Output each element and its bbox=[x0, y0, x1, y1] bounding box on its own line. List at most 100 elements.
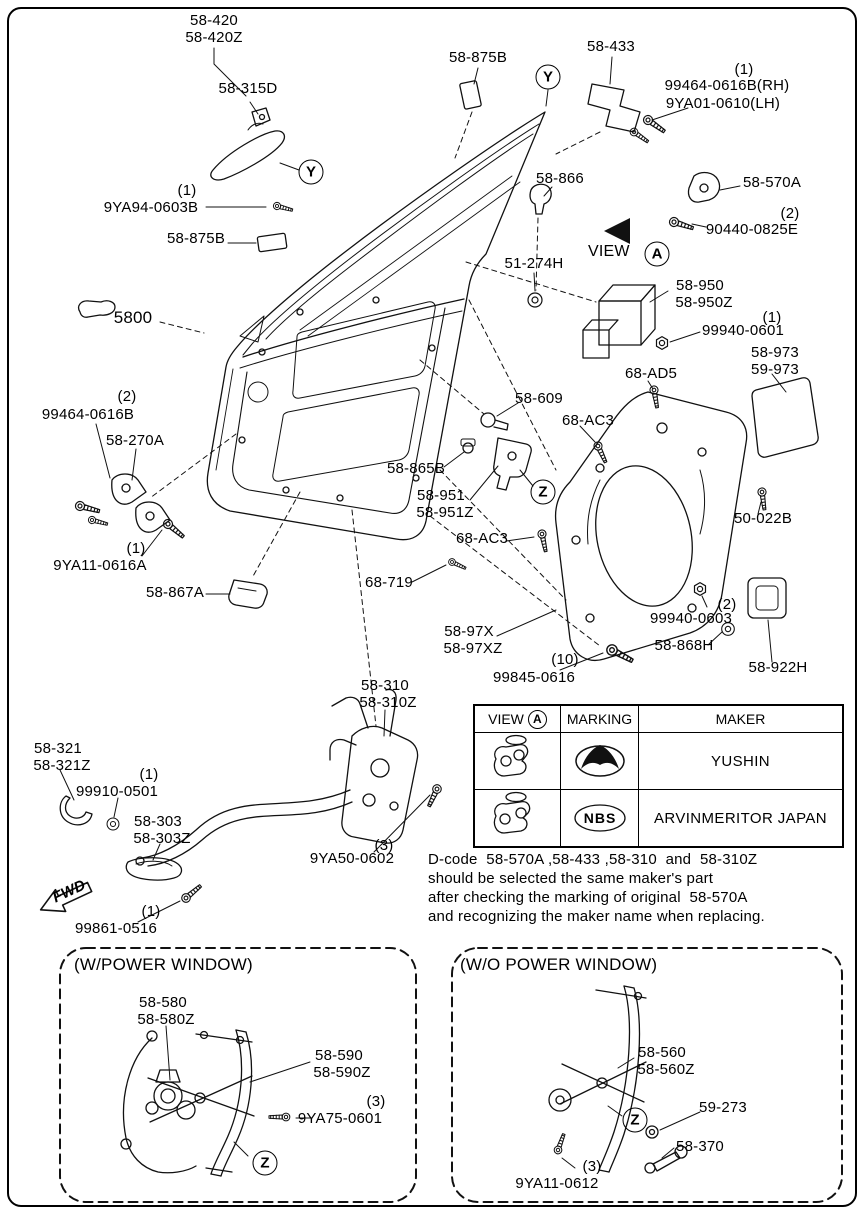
seal-pad-left bbox=[256, 232, 288, 253]
maker-name-arvinmeritor: ARVINMERITOR JAPAN bbox=[653, 809, 828, 827]
check-strap-58-867a bbox=[228, 579, 268, 609]
screw-50-022b bbox=[756, 486, 770, 511]
bolt-99845-0616 bbox=[604, 642, 636, 667]
mazda-logo bbox=[575, 745, 625, 777]
part-label: 58-875B bbox=[166, 230, 226, 247]
screw-9ya94 bbox=[272, 201, 294, 215]
part-label: 58-303 bbox=[134, 813, 182, 830]
part-label: 58-580Z bbox=[137, 1011, 195, 1028]
nut-99940-0603 bbox=[693, 581, 707, 597]
part-label: 58-97X bbox=[444, 623, 494, 640]
part-label: 58-420 bbox=[190, 12, 238, 29]
part-label: 99910-0501 bbox=[75, 783, 159, 800]
part-label: (2) bbox=[717, 596, 737, 613]
circled-letter-z: Z bbox=[252, 1150, 278, 1176]
circled-letter-y: Y bbox=[298, 159, 324, 185]
part-label: 58-570A bbox=[742, 174, 802, 191]
part-label: 99845-0616 bbox=[492, 669, 576, 686]
part-label: (1) bbox=[126, 540, 146, 557]
bracket-58-951 bbox=[493, 437, 532, 491]
part-label: 51-274H bbox=[504, 255, 564, 272]
part-label: 99464-0616B bbox=[41, 406, 135, 423]
part-label: 58-315D bbox=[218, 80, 278, 97]
part-label: 99940-0603 bbox=[649, 610, 733, 627]
part-label: 58-950Z bbox=[675, 294, 733, 311]
part-label: (1) bbox=[139, 766, 159, 783]
circled-letter-a: A bbox=[644, 241, 670, 267]
part-label: 58-973 bbox=[751, 344, 799, 361]
part-label: 58-868H bbox=[654, 637, 714, 654]
power-window-regulator bbox=[120, 1029, 291, 1177]
header-view: VIEW A bbox=[475, 706, 561, 732]
seal-pad-top bbox=[459, 80, 482, 110]
part-label: 58-303Z bbox=[133, 830, 191, 847]
part-label: 58-310 bbox=[361, 677, 409, 694]
part-label: 5800 bbox=[113, 308, 153, 327]
screw-68-ac3-upper bbox=[592, 440, 610, 465]
part-label: (1) bbox=[762, 309, 782, 326]
part-label: and recognizing the maker name when repl… bbox=[428, 908, 765, 925]
part-label: 58-560Z bbox=[637, 1061, 695, 1078]
pad-58-973 bbox=[751, 377, 819, 458]
part-label: (1) bbox=[141, 903, 161, 920]
part-label: 99861-0516 bbox=[74, 920, 158, 937]
manual-window-regulator bbox=[548, 985, 688, 1174]
part-label: 58-420Z bbox=[185, 29, 243, 46]
part-label: VIEW bbox=[588, 243, 630, 260]
part-label: 90440-0825E bbox=[705, 221, 799, 238]
part-label: 58-321 bbox=[34, 740, 82, 757]
screw-68-ad5 bbox=[648, 384, 662, 410]
part-label: 68-719 bbox=[365, 574, 413, 591]
grommet-58-865b bbox=[460, 438, 476, 454]
regulator-panel-58-97x bbox=[554, 391, 748, 661]
hand-pointer-icon bbox=[77, 300, 116, 318]
part-label: 68-AD5 bbox=[624, 365, 678, 382]
maker-row-arvinmeritor: ARVINMERITOR JAPAN bbox=[475, 790, 842, 846]
page-border bbox=[7, 7, 857, 1207]
maker-name-yushin: YUSHIN bbox=[710, 752, 771, 770]
part-label: (3) bbox=[374, 837, 394, 854]
part-label: 58-875B bbox=[448, 49, 508, 66]
nbs-marking-text: NBS bbox=[583, 810, 617, 826]
door-lock-58-310 bbox=[135, 688, 444, 867]
clamp-icon-1 bbox=[475, 733, 561, 789]
part-label: 58-433 bbox=[587, 38, 635, 55]
striker-58-570a bbox=[667, 171, 721, 234]
cap-58-922h bbox=[747, 577, 787, 619]
outer-handle bbox=[210, 107, 286, 181]
part-label: (1) bbox=[177, 182, 197, 199]
door-hinges bbox=[73, 473, 187, 541]
part-label: 9YA94-0603B bbox=[103, 199, 199, 216]
part-label: 9YA11-0612 bbox=[515, 1175, 599, 1192]
table-marking-graphics bbox=[493, 734, 626, 834]
maker-row-yushin: YUSHIN bbox=[475, 733, 842, 790]
part-label: 99940-0601 bbox=[701, 322, 785, 339]
nut-99910-0501 bbox=[106, 817, 120, 831]
part-label: 59-273 bbox=[699, 1099, 747, 1116]
clip-58-866 bbox=[529, 183, 552, 215]
part-label: 58-922H bbox=[748, 659, 808, 676]
screw-68-ac3-lower bbox=[536, 528, 551, 554]
header-maker: MAKER bbox=[715, 711, 766, 727]
part-label: 58-97XZ bbox=[443, 640, 503, 657]
part-label: 58-370 bbox=[676, 1138, 724, 1155]
part-label: 58-865B bbox=[386, 460, 446, 477]
door-panel bbox=[206, 111, 546, 541]
part-label: 50-022B bbox=[733, 510, 793, 527]
mazda-marking-cell bbox=[561, 733, 639, 789]
inner-handle-58-303 bbox=[125, 857, 204, 905]
part-label: 58-590 bbox=[315, 1047, 363, 1064]
part-label: (W/POWER WINDOW) bbox=[74, 955, 253, 974]
part-label: 9YA75-0601 bbox=[297, 1110, 383, 1127]
part-label: 58-950 bbox=[676, 277, 724, 294]
part-label: 9YA01-0610(LH) bbox=[665, 95, 781, 112]
part-label: 58-867A bbox=[145, 584, 205, 601]
part-label: 58-560 bbox=[638, 1044, 686, 1061]
construction-lines bbox=[149, 111, 601, 727]
part-label: should be selected the same maker's part bbox=[428, 870, 714, 887]
part-label: 58-310Z bbox=[359, 694, 417, 711]
part-label: 58-590Z bbox=[313, 1064, 371, 1081]
part-label: 58-866 bbox=[536, 170, 584, 187]
part-label: (W/O POWER WINDOW) bbox=[460, 955, 658, 974]
